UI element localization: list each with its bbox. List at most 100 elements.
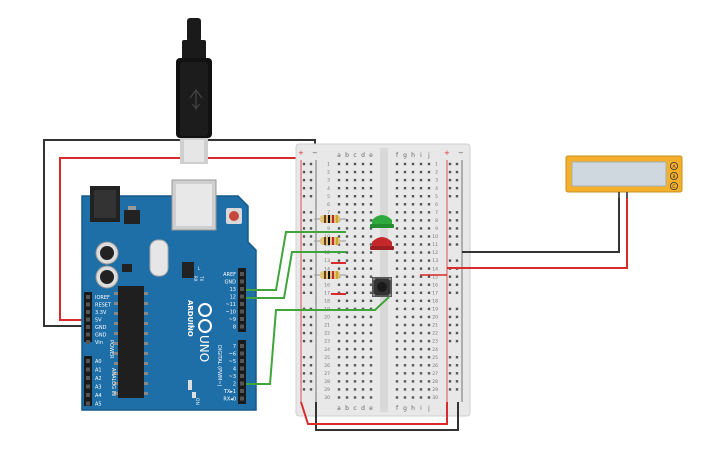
breadboard-hole[interactable] (369, 275, 373, 278)
rail-hole[interactable] (302, 186, 306, 190)
breadboard-hole[interactable] (427, 162, 431, 166)
breadboard-hole[interactable] (361, 162, 365, 166)
rail-hole[interactable] (309, 195, 313, 198)
breadboard-hole[interactable] (419, 211, 423, 214)
breadboard-hole[interactable] (337, 315, 341, 319)
breadboard-hole[interactable] (427, 195, 431, 198)
rail-hole[interactable] (309, 339, 313, 343)
breadboard-hole[interactable] (361, 178, 365, 182)
breadboard-hole[interactable] (403, 347, 407, 351)
breadboard-hole[interactable] (403, 275, 407, 278)
breadboard-hole[interactable] (403, 323, 407, 327)
breadboard-hole[interactable] (353, 291, 357, 294)
rail-hole[interactable] (448, 195, 452, 198)
breadboard-hole[interactable] (345, 315, 349, 319)
rail-hole[interactable] (455, 227, 459, 230)
rail-hole[interactable] (302, 372, 306, 375)
breadboard-hole[interactable] (411, 372, 415, 375)
breadboard-hole[interactable] (411, 170, 415, 174)
breadboard-hole[interactable] (403, 356, 407, 359)
rail-hole[interactable] (302, 339, 306, 343)
breadboard-hole[interactable] (395, 259, 399, 262)
breadboard-hole[interactable] (411, 275, 415, 278)
rail-hole[interactable] (448, 211, 452, 214)
rail-hole[interactable] (309, 259, 313, 262)
wire-green-pin2[interactable] (246, 296, 390, 385)
rail-hole[interactable] (448, 243, 452, 246)
breadboard-hole[interactable] (369, 227, 373, 230)
breadboard-hole[interactable] (353, 219, 357, 222)
breadboard-hole[interactable] (419, 162, 423, 166)
rail-hole[interactable] (302, 307, 306, 311)
breadboard-hole[interactable] (395, 251, 399, 254)
breadboard-hole[interactable] (345, 283, 349, 286)
rail-hole[interactable] (302, 195, 306, 198)
rail-hole[interactable] (455, 170, 459, 174)
breadboard-hole[interactable] (411, 291, 415, 294)
breadboard-hole[interactable] (411, 364, 415, 367)
breadboard-hole[interactable] (361, 396, 365, 399)
breadboard-hole[interactable] (369, 331, 373, 335)
breadboard-hole[interactable] (353, 339, 357, 343)
rail-hole[interactable] (455, 243, 459, 246)
breadboard-hole[interactable] (345, 235, 349, 238)
power-pin-socket[interactable] (86, 302, 90, 307)
breadboard-hole[interactable] (419, 307, 423, 311)
rail-hole[interactable] (309, 323, 313, 327)
breadboard-hole[interactable] (337, 162, 341, 166)
breadboard-hole[interactable] (411, 323, 415, 327)
breadboard-hole[interactable] (369, 259, 373, 262)
breadboard-hole[interactable] (403, 291, 407, 294)
breadboard-hole[interactable] (353, 388, 357, 391)
breadboard-hole[interactable] (411, 186, 415, 190)
breadboard-hole[interactable] (395, 299, 399, 303)
rail-hole[interactable] (448, 372, 452, 375)
breadboard-hole[interactable] (403, 227, 407, 230)
breadboard-hole[interactable] (361, 203, 365, 206)
breadboard-hole[interactable] (403, 186, 407, 190)
breadboard-hole[interactable] (427, 227, 431, 230)
rail-hole[interactable] (302, 219, 306, 222)
breadboard-hole[interactable] (419, 388, 423, 391)
breadboard-hole[interactable] (361, 186, 365, 190)
breadboard-hole[interactable] (369, 347, 373, 351)
breadboard-hole[interactable] (369, 219, 373, 222)
rail-hole[interactable] (309, 364, 313, 367)
breadboard-hole[interactable] (411, 307, 415, 311)
resistor-2[interactable] (314, 237, 346, 245)
breadboard-hole[interactable] (427, 380, 431, 383)
digital-pin-socket[interactable] (240, 272, 244, 276)
rail-hole[interactable] (302, 259, 306, 262)
breadboard-hole[interactable] (361, 267, 365, 270)
breadboard-hole[interactable] (353, 195, 357, 198)
breadboard-hole[interactable] (353, 315, 357, 319)
analog-pin-socket[interactable] (86, 401, 90, 406)
breadboard-hole[interactable] (369, 170, 373, 174)
rail-hole[interactable] (309, 235, 313, 238)
breadboard-hole[interactable] (369, 203, 373, 206)
breadboard-hole[interactable] (395, 267, 399, 270)
breadboard-hole[interactable] (395, 219, 399, 222)
breadboard-hole[interactable] (427, 347, 431, 351)
rail-hole[interactable] (455, 388, 459, 391)
display-button-b[interactable] (670, 171, 679, 180)
rail-hole[interactable] (309, 307, 313, 311)
breadboard-hole[interactable] (353, 170, 357, 174)
breadboard-hole[interactable] (427, 178, 431, 182)
rail-hole[interactable] (448, 235, 452, 238)
breadboard-hole[interactable] (361, 307, 365, 311)
breadboard-hole[interactable] (337, 356, 341, 359)
digital-pin-socket[interactable] (240, 381, 244, 386)
breadboard-hole[interactable] (395, 372, 399, 375)
rail-hole[interactable] (448, 364, 452, 367)
rail-hole[interactable] (302, 291, 306, 294)
breadboard-hole[interactable] (369, 372, 373, 375)
breadboard-hole[interactable] (427, 243, 431, 246)
breadboard-hole[interactable] (395, 364, 399, 367)
led-green[interactable] (370, 215, 394, 228)
breadboard-hole[interactable] (361, 356, 365, 359)
breadboard-hole[interactable] (345, 388, 349, 391)
breadboard-hole[interactable] (353, 267, 357, 270)
breadboard-hole[interactable] (403, 267, 407, 270)
